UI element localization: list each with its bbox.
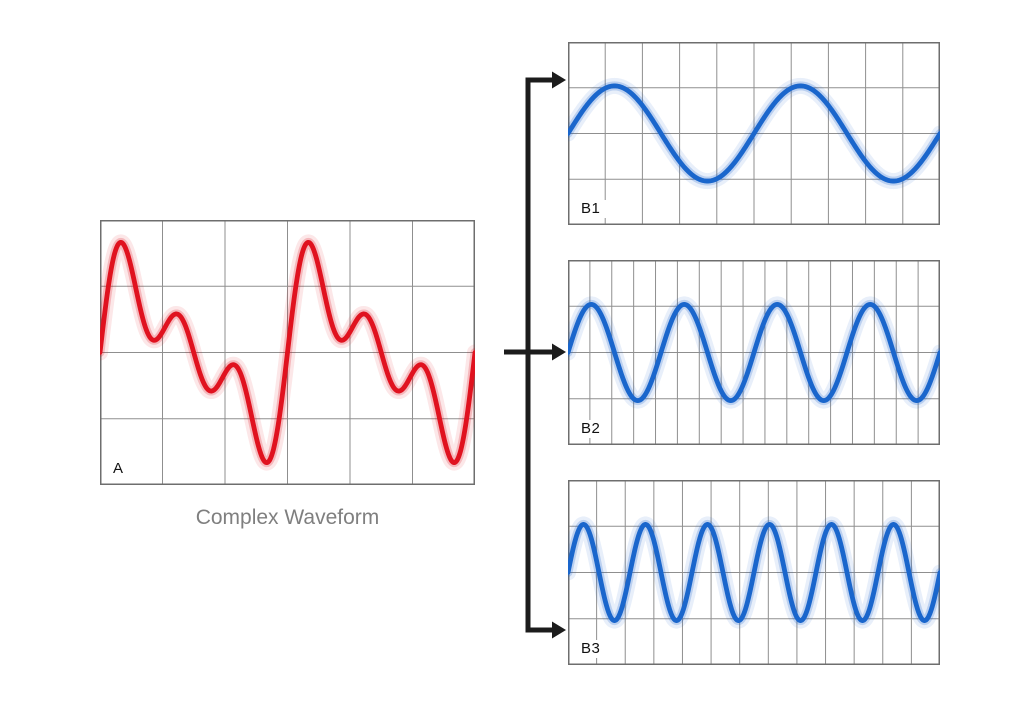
panel-component-b3: B3	[568, 480, 940, 665]
panel-component-b1: B1	[568, 42, 940, 225]
waveform-a-plot	[100, 220, 475, 485]
panel-label-b1: B1	[575, 199, 607, 218]
panel-label-b3: B3	[575, 639, 607, 658]
panel-complex-waveform: A	[100, 220, 475, 485]
panel-component-b2: B2	[568, 260, 940, 445]
panel-label-a: A	[107, 459, 130, 478]
panel-label-b2: B2	[575, 419, 607, 438]
waveform-b2-plot	[568, 260, 940, 445]
caption-complex-waveform: Complex Waveform	[195, 506, 380, 529]
waveform-b3-plot	[568, 480, 940, 665]
waveform-b1-plot	[568, 42, 940, 225]
